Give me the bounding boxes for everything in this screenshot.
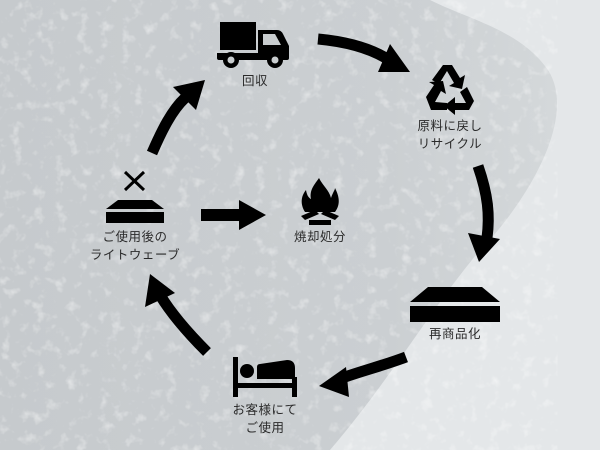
node-used: ご使用後の ライトウェーブ — [70, 168, 200, 264]
bed-icon — [233, 357, 297, 397]
node-incinerate-label: 焼却処分 — [293, 229, 346, 244]
cross-icon — [123, 170, 146, 192]
node-customer-use-label: お客様にて ご使用 — [232, 402, 298, 435]
fire-icon — [301, 178, 339, 225]
node-collect: 回収 — [205, 18, 305, 90]
node-used-label: ご使用後の ライトウェーブ — [89, 229, 181, 262]
node-customer-use: お客様にて ご使用 — [210, 355, 320, 437]
recycle-icon — [426, 65, 474, 115]
truck-icon — [217, 22, 289, 68]
node-resell-label: 再商品化 — [428, 326, 481, 341]
node-recycle-label: 原料に戻し リサイクル — [417, 118, 483, 151]
mattress-crossed-icon — [106, 170, 164, 223]
node-recycle: 原料に戻し リサイクル — [390, 63, 510, 153]
node-resell: 再商品化 — [400, 285, 510, 343]
node-incinerate: 焼却処分 — [275, 176, 365, 246]
node-collect-label: 回収 — [241, 73, 268, 88]
mattress-icon — [410, 287, 500, 322]
